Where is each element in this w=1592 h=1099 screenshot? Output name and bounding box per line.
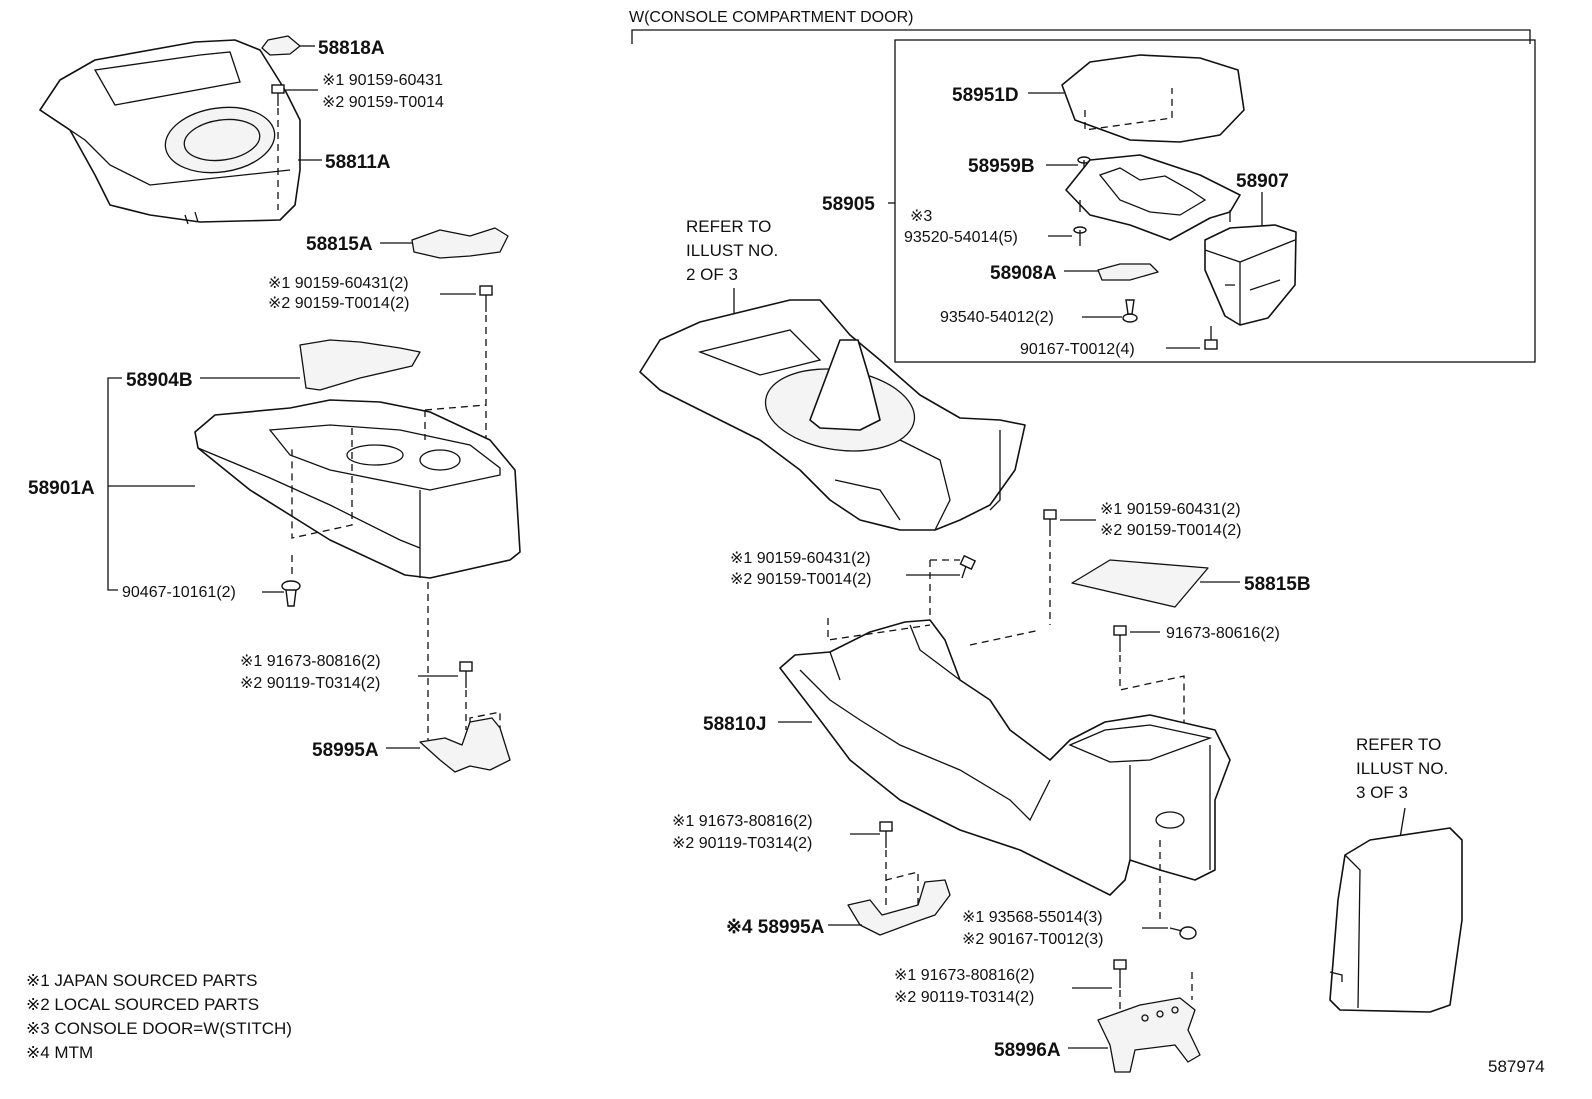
bolt1-line-a: ※1 90159-60431 bbox=[322, 72, 443, 89]
part-58901A-illustration bbox=[194, 399, 521, 579]
screw-label: 93520-54014(5) bbox=[904, 229, 1018, 246]
bolt-icon bbox=[1113, 625, 1127, 652]
bolt-icon bbox=[879, 821, 893, 848]
part-58995A-right-illustration bbox=[847, 871, 951, 936]
figure-id: 587974 bbox=[1488, 1057, 1545, 1076]
label-58815A: 58815A bbox=[306, 234, 373, 255]
part-58810J-illustration bbox=[779, 619, 1231, 896]
section-title: W(CONSOLE COMPARTMENT DOOR) bbox=[629, 9, 913, 26]
part-58951D-illustration bbox=[1061, 54, 1245, 143]
screw2-label: 93540-54012(2) bbox=[940, 309, 1054, 326]
label-58996A: 58996A bbox=[994, 1040, 1061, 1061]
bolt-icon bbox=[1043, 509, 1057, 536]
bolt8-line-a: ※1 91673-80816(2) bbox=[672, 813, 813, 830]
bolt3-line-b: ※2 90119-T0314(2) bbox=[240, 675, 380, 692]
label-58901A: 58901A bbox=[28, 478, 95, 499]
part-58904B-illustration bbox=[299, 339, 421, 391]
label-58995A-right: ※4 58995A bbox=[726, 917, 825, 938]
legend-item-4: ※4 MTM bbox=[26, 1043, 93, 1062]
bolt-icon bbox=[271, 84, 285, 106]
screw-mark: ※3 bbox=[910, 208, 932, 225]
ref3-line-1: REFER TO bbox=[1356, 735, 1441, 754]
screw-icon bbox=[1073, 226, 1087, 246]
label-58907: 58907 bbox=[1236, 171, 1289, 192]
part-58996A-illustration bbox=[1097, 997, 1201, 1073]
bolt6-line-a: ※1 90159-60431(2) bbox=[730, 550, 871, 567]
label-58904B: 58904B bbox=[126, 370, 193, 391]
ref2-line-2: ILLUST NO. bbox=[686, 241, 778, 260]
part-58908A-illustration bbox=[1097, 263, 1159, 281]
ref2-line-3: 2 OF 3 bbox=[686, 265, 738, 284]
bolt-icon bbox=[1169, 926, 1197, 940]
bolt-icon bbox=[959, 554, 977, 579]
ref3-line-2: ILLUST NO. bbox=[1356, 759, 1448, 778]
ref2-line-1: REFER TO bbox=[686, 217, 771, 236]
legend-item-3: ※3 CONSOLE DOOR=W(STITCH) bbox=[26, 1019, 292, 1038]
label-58811A: 58811A bbox=[325, 152, 391, 173]
part-58818A-illustration bbox=[261, 35, 301, 56]
bolt5-line-b: ※2 90159-T0014(2) bbox=[1100, 522, 1242, 539]
part-58907-illustration bbox=[1204, 224, 1297, 326]
bolt4-label: 90167-T0012(4) bbox=[1020, 341, 1135, 358]
label-58995A-left: 58995A bbox=[312, 740, 379, 761]
label-58810J: 58810J bbox=[703, 714, 766, 735]
part-58811A-illustration bbox=[39, 39, 301, 225]
label-58905: 58905 bbox=[822, 194, 875, 215]
label-58818A: 58818A bbox=[318, 38, 385, 59]
bolt7-label: 91673-80616(2) bbox=[1166, 625, 1280, 642]
clip-icon bbox=[281, 580, 301, 607]
bolt8-line-b: ※2 90119-T0314(2) bbox=[672, 835, 812, 852]
screw-icon bbox=[1122, 299, 1138, 323]
part-58995A-illustration bbox=[419, 711, 511, 773]
bolt-icon bbox=[479, 285, 493, 312]
upper-console-illustration bbox=[639, 299, 1026, 531]
legend-item-1: ※1 JAPAN SOURCED PARTS bbox=[26, 971, 258, 990]
legend-item-2: ※2 LOCAL SOURCED PARTS bbox=[26, 995, 259, 1014]
rear-panel-illustration bbox=[1329, 827, 1463, 1013]
bolt10-line-b: ※2 90119-T0314(2) bbox=[894, 989, 1034, 1006]
section-bracket bbox=[631, 29, 1531, 44]
bolt9-line-b: ※2 90167-T0012(3) bbox=[962, 931, 1104, 948]
bolt2-line-b: ※2 90159-T0014(2) bbox=[268, 295, 410, 312]
bolt10-line-a: ※1 91673-80816(2) bbox=[894, 967, 1035, 984]
bolt6-line-b: ※2 90159-T0014(2) bbox=[730, 571, 872, 588]
label-58959B: 58959B bbox=[968, 156, 1035, 177]
label-58951D: 58951D bbox=[952, 85, 1019, 106]
bolt3-line-a: ※1 91673-80816(2) bbox=[240, 653, 381, 670]
ref3-line-3: 3 OF 3 bbox=[1356, 783, 1408, 802]
bolt-icon bbox=[1113, 959, 1127, 988]
clip-label: 90467-10161(2) bbox=[122, 584, 236, 601]
part-58815B-illustration bbox=[1071, 559, 1209, 608]
part-58815A-illustration bbox=[411, 227, 509, 259]
bolt5-line-a: ※1 90159-60431(2) bbox=[1100, 501, 1241, 518]
part-58905-illustration bbox=[1065, 154, 1241, 241]
bolt-icon bbox=[1204, 326, 1218, 350]
bolt9-line-a: ※1 93568-55014(3) bbox=[962, 909, 1103, 926]
bolt2-line-a: ※1 90159-60431(2) bbox=[268, 275, 409, 292]
console-door-box bbox=[894, 39, 1536, 363]
label-58815B: 58815B bbox=[1244, 574, 1311, 595]
bolt1-line-b: ※2 90159-T0014 bbox=[322, 94, 444, 111]
label-58908A: 58908A bbox=[990, 263, 1057, 284]
screw-icon bbox=[1077, 156, 1091, 172]
bolt-icon bbox=[459, 661, 473, 688]
